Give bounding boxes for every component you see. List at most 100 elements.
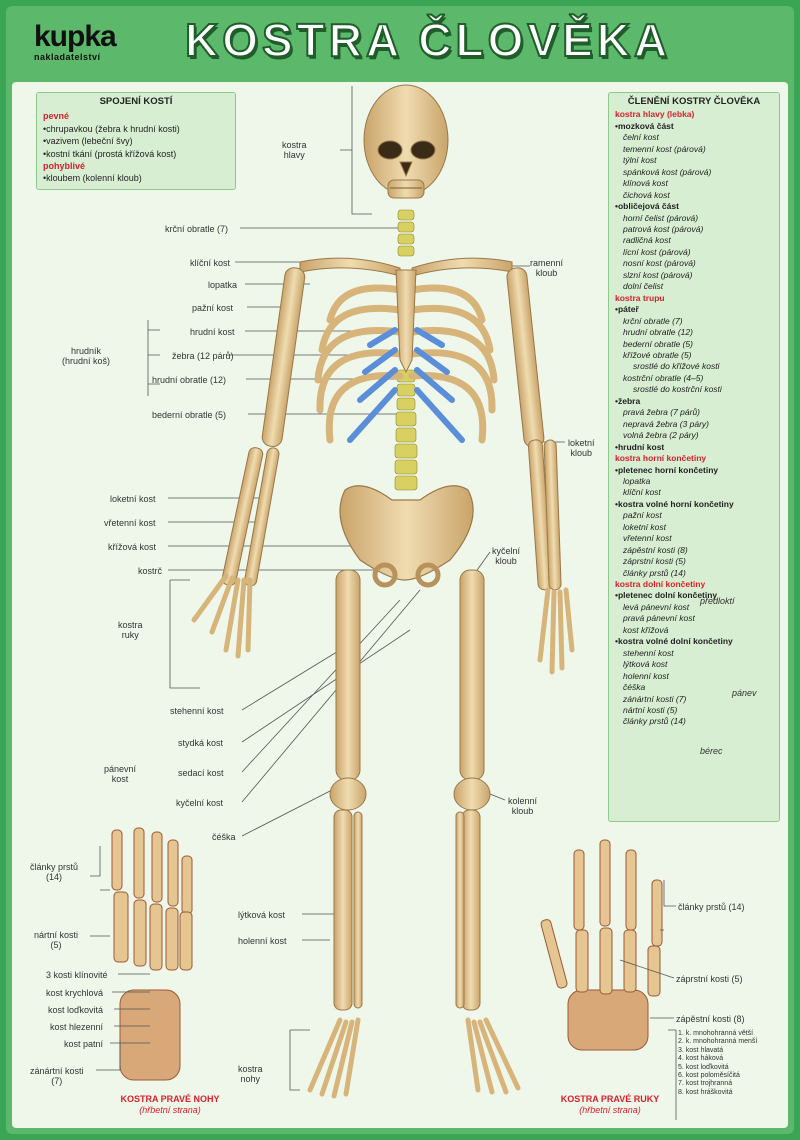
list-item: 8. kost hráškovitá [678,1088,733,1096]
anatomy-label: čéška [212,832,236,842]
list-item: •vazivem (lebeční švy) [43,136,133,147]
list-item: články prstů (14) [623,716,686,727]
anatomy-label: nártní kosti (5) [34,930,79,950]
anatomy-label: kostra hlavy [282,140,307,160]
publisher-logo: kupka nakladatelství [34,22,144,72]
anatomy-label: záprstní kosti (5) [676,974,743,984]
list-item: •žebra [615,395,641,406]
anatomy-label: články prstů (14) [30,862,79,882]
logo-name: kupka [34,20,117,53]
anatomy-label: pánevní kost [104,764,137,784]
anatomy-label: stehenní kost [170,706,224,716]
anatomy-label: kost krychlová [46,988,104,998]
list-item: volná žebra (2 páry) [623,430,699,441]
list-item: zápěstní kosti (8) [623,544,688,555]
clavicles [299,257,513,277]
anatomy-label: loketní kost [110,494,156,504]
anatomy-label: vřetenní kost [104,518,156,528]
anatomy-label: křížová kost [108,542,157,552]
anatomy-label: loketní kloub [568,438,595,458]
joints-fixed-heading: pevné [43,111,70,122]
list-item: •pletenec dolní končetiny [615,590,718,601]
list-item: pravá pánevní kost [623,613,695,624]
list-item: kost křížová [623,624,669,635]
anatomy-label: články prstů (14) [678,902,745,912]
foot-caption: KOSTRA PRAVÉ NOHY (hřbetní strana) [80,1094,260,1116]
anatomy-label: holenní kost [238,936,287,946]
logo-subtitle: nakladatelství [34,52,101,62]
list-item: 1. k. mnohohranná větší [678,1030,754,1037]
anatomy-label: lopatka [208,280,238,290]
list-item: nosní kost (párová) [623,258,696,269]
list-item: čéška [623,682,646,693]
list-item: 4. kost háková [678,1055,724,1063]
list-item: bederní obratle (5) [623,338,693,349]
list-item: krční obratle (7) [623,315,683,326]
list-item: loketní kost [623,521,666,532]
anatomy-label: kyčelní kost [176,798,224,808]
list-item: horní čelist (párová) [623,212,699,223]
legs [329,569,491,1011]
sternum [395,269,417,374]
list-item: vřetenní kost [623,533,672,544]
list-item: spánková kost (párová) [623,166,712,177]
list-item: čelní kost [623,132,659,143]
poster-title: KOSTRA ČLOVĚKA [184,13,672,67]
foot-leaders [90,846,150,1071]
list-item: patrová kost (párová) [623,223,704,234]
list-item: lopatka [623,475,651,486]
list-item: srostlé do kostrční kosti [633,384,722,395]
list-item: kostra trupu [615,292,665,303]
list-item: křížové obratle (5) [623,349,692,360]
arms [221,267,562,591]
list-item: kostra horní končetiny [615,453,707,464]
list-item: nepravá žebra (3 páry) [623,418,709,429]
list-item: slzní kost (párová) [623,269,693,280]
list-item: pažní kost [623,510,662,521]
list-item: kostrční obratle (4–5) [623,372,704,383]
list-item: •kloubem (kolenní kloub) [43,173,142,184]
joints-fixed-list: •chrupavkou (žebra k hrudní kosti)•vaziv… [43,123,229,160]
joints-box: SPOJENÍ KOSTÍ pevné •chrupavkou (žebra k… [36,92,236,190]
hand-leaders [619,880,677,1120]
list-item: radličná kost [623,235,671,246]
anatomy-label: žebra (12 párů) [172,351,234,361]
list-item: 5. kost loďkovitá [678,1063,729,1071]
list-item: 7. kost trojhranná [678,1080,733,1088]
list-item: zánártní kosti (7) [623,693,687,704]
list-item: čichová kost [623,189,670,200]
list-item: týlní kost [623,155,657,166]
list-item: nártní kosti (5) [623,705,678,716]
list-item: 6. kost poloměsíčitá [678,1072,740,1080]
anatomy-label: kostra nohy [238,1064,263,1084]
foot-caption-sub: (hřbetní strana) [139,1105,201,1115]
anatomy-label: kolenní kloub [508,796,538,816]
list-item: pravá žebra (7 párů) [623,407,701,418]
list-item: •kostní tkání (prostá křížová kost) [43,148,177,159]
anatomy-label: kost hlezenní [50,1022,104,1032]
anatomy-label: hrudní obratle (12) [152,375,227,385]
list-item: 2. k. mnohohranná menší [678,1038,758,1046]
list-item: temenní kost (párová) [623,143,706,154]
list-item: srostlé do křížové kosti [633,361,720,372]
anatomy-label: pažní kost [192,303,234,313]
skeleton-feet [307,1017,521,1099]
list-item: •obličejová část [615,201,679,212]
detail-foot [111,827,193,1081]
costal-cartilage [347,327,465,443]
anatomy-label: sedací kost [178,768,224,778]
anatomy-label: klíční kost [190,258,231,268]
joints-mobile-list: •kloubem (kolenní kloub) [43,172,229,184]
list-item: lícní kost (párová) [623,246,691,257]
joints-heading: SPOJENÍ KOSTÍ [99,96,173,107]
list-item: lýtková kost [623,659,668,670]
division-heading: ČLENĚNÍ KOSTRY ČLOVĚKA [627,96,761,107]
list-item: hrudní obratle (12) [623,327,693,338]
division-box: ČLENĚNÍ KOSTRY ČLOVĚKA kostra hlavy (leb… [608,92,780,822]
list-item: kostra hlavy (lebka) [615,109,695,120]
list-item: levá pánevní kost [623,601,690,612]
detail-hand [540,839,663,1051]
list-item: •hrudní kost [615,441,665,452]
